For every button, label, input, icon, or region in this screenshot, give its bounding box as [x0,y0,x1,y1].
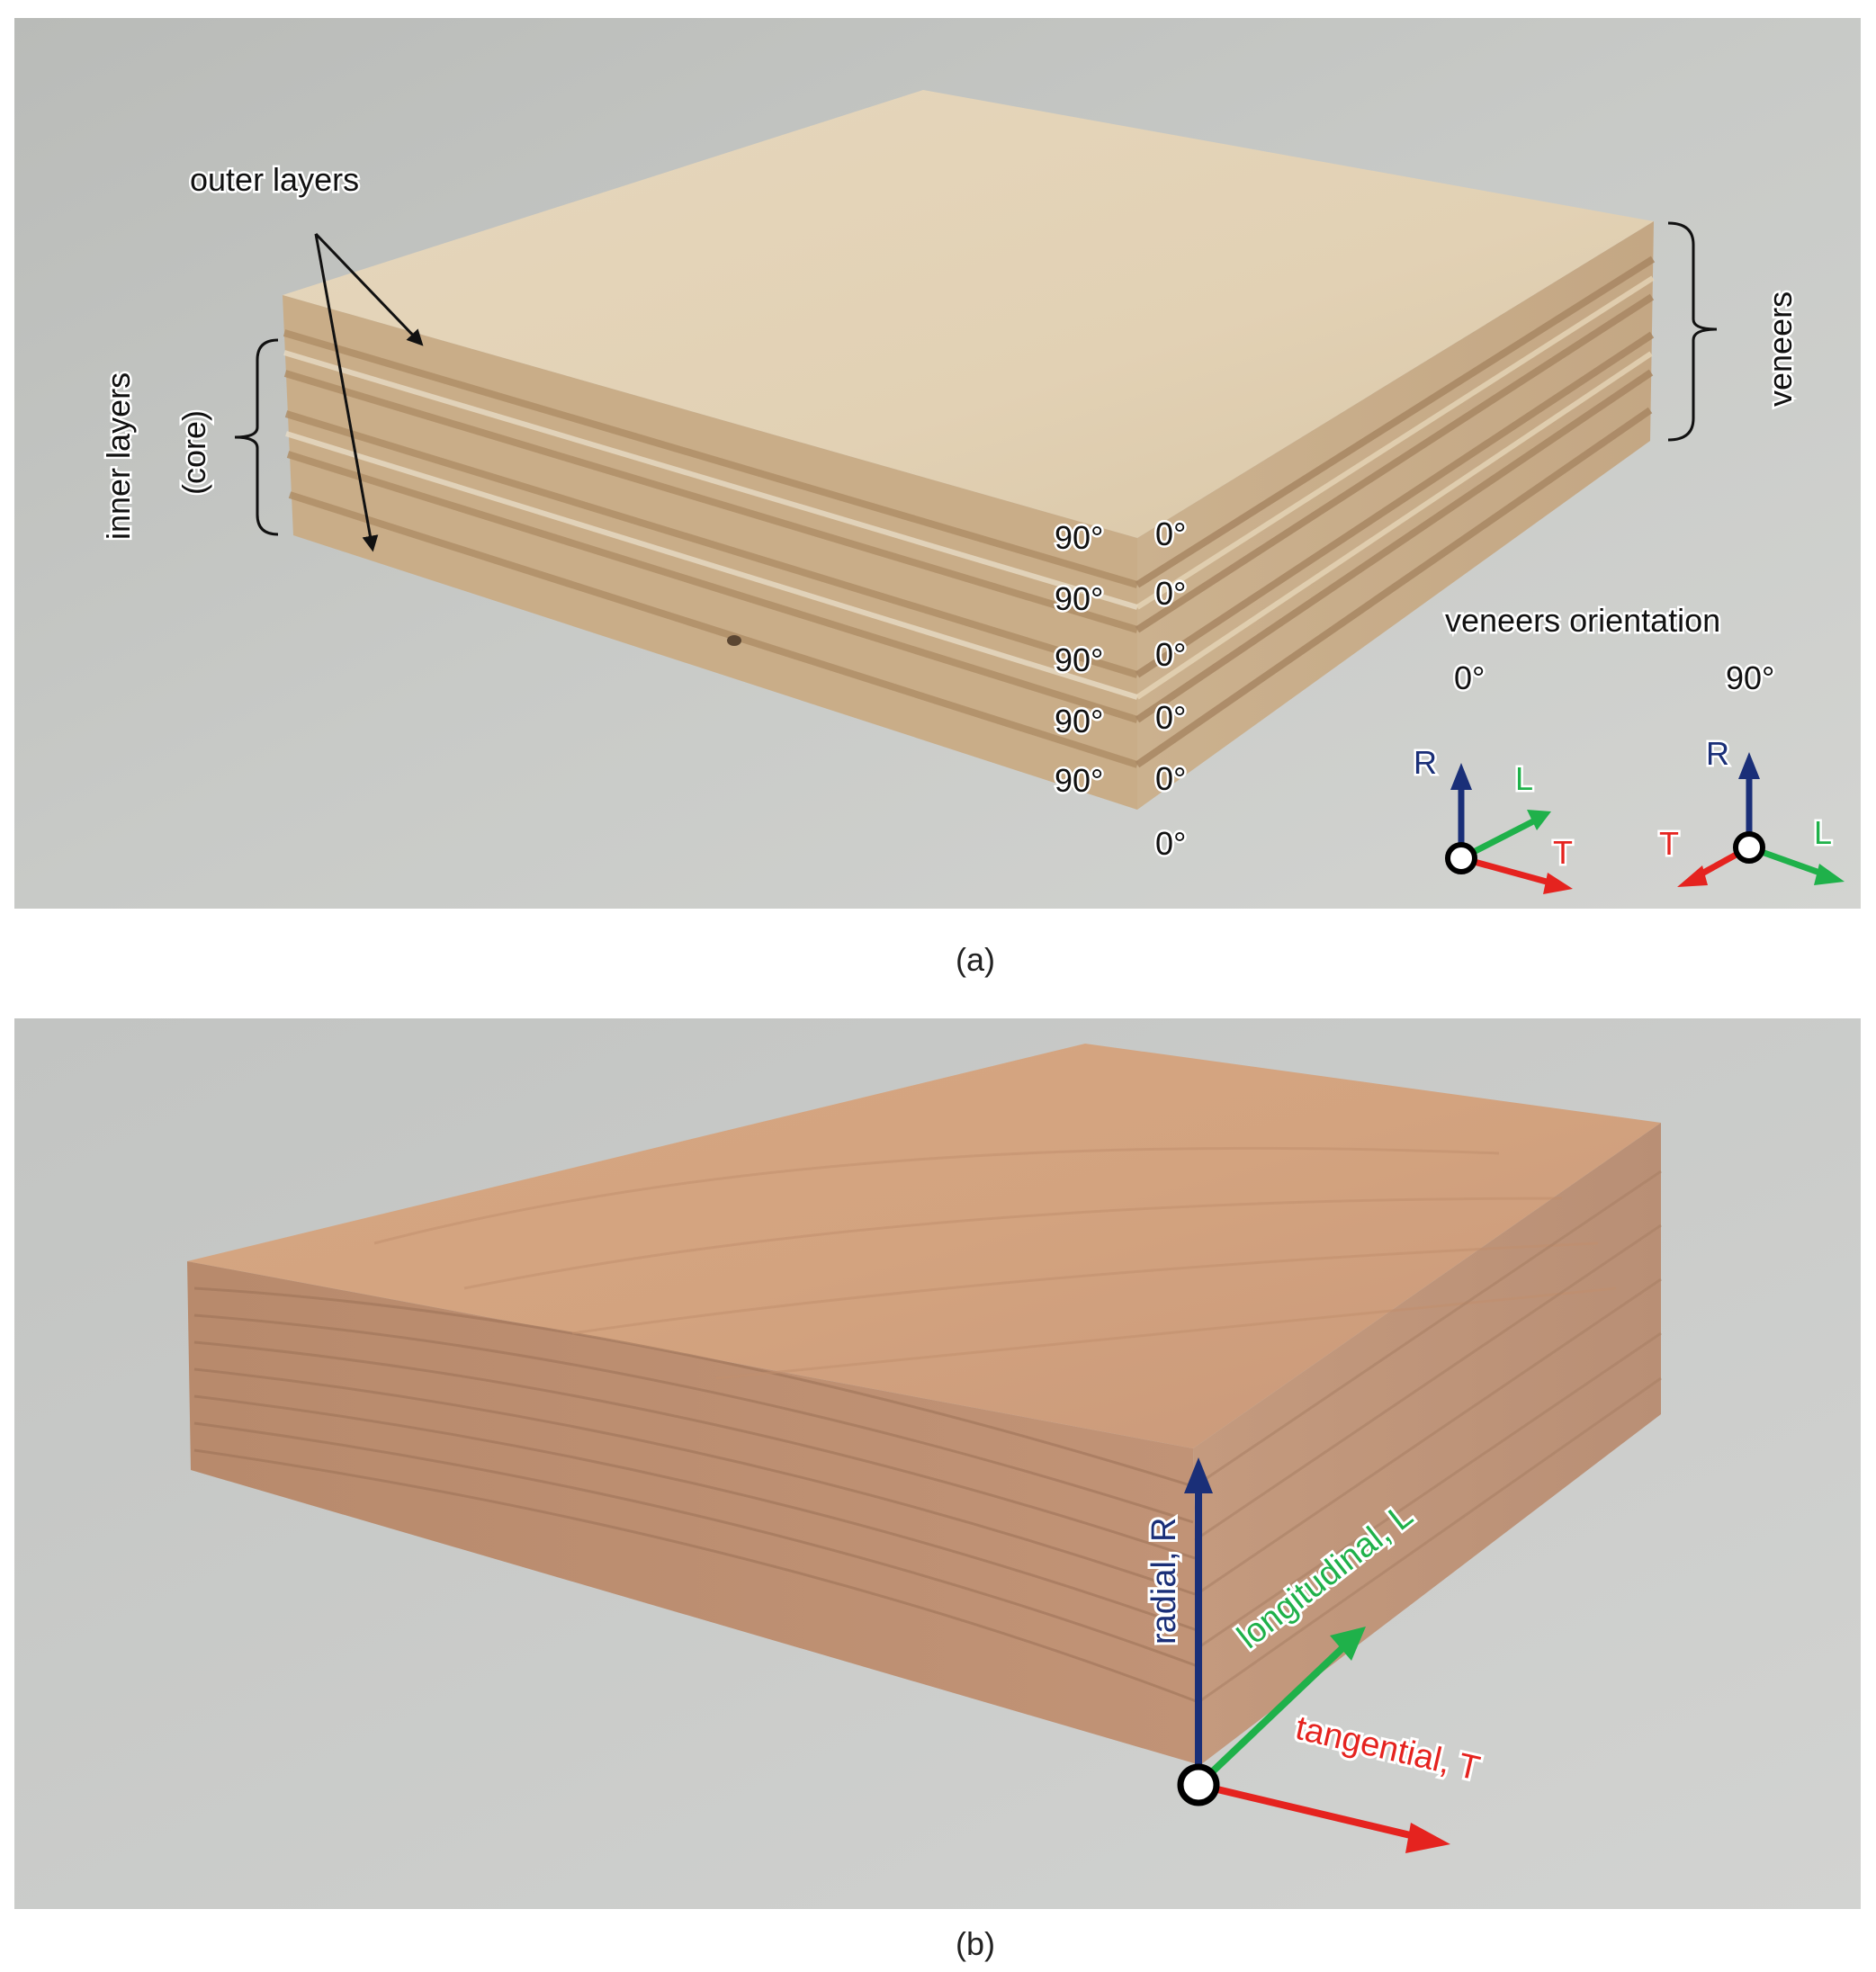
ply-angle-left-2: 90° [1055,580,1103,617]
inner-layers-bracket [234,338,279,536]
veneers-label: veneers [1762,291,1799,407]
orientation-90-r: R [1706,735,1729,772]
radial-axis-label: radial, R [1145,1518,1183,1645]
panel-b-caption: (b) [956,1925,995,1962]
ply-angle-left-5: 90° [1055,762,1103,799]
ply-angle-right-6: 0° [1155,825,1186,862]
ply-angle-left-3: 90° [1055,641,1103,678]
ply-angle-right-5: 0° [1155,760,1186,797]
ply-angle-right-4: 0° [1155,699,1186,736]
veneers-orientation-title: veneers orientation [1445,602,1720,639]
wood-axis-triad [1177,1457,1450,1853]
orientation-0-title: 0° [1454,659,1485,696]
ply-angle-left-1: 90° [1055,519,1103,556]
outer-layer-arrow-bottom [314,233,379,552]
ply-angle-right-3: 0° [1155,636,1186,673]
orientation-90-t: T [1659,825,1679,862]
core-label: (core) [175,410,212,495]
inner-layers-label: inner layers [100,372,137,540]
orientation-0-t: T [1553,834,1573,871]
veneers-bracket [1667,221,1718,442]
orientation-0-r: R [1414,744,1437,781]
outer-layers-label: outer layers [190,161,359,198]
orientation-90-title: 90° [1726,659,1774,696]
orientation-0-triad: R L T [1412,742,1575,894]
panel-a-caption: (a) [956,941,995,978]
outer-layer-arrow-top [314,232,424,346]
orientation-90-l: L [1814,814,1832,851]
panel-b-solid-wood-photo: radial, R longitudinal, L tangential, T [14,1018,1861,1909]
orientation-90-triad: R L T [1657,733,1845,887]
knot-mark [727,635,741,646]
ply-angle-right-2: 0° [1155,575,1186,612]
orientation-0-l: L [1515,760,1533,797]
ply-angle-right-1: 0° [1155,515,1186,552]
ply-angle-left-4: 90° [1055,703,1103,740]
panel-a-plywood-photo: outer layers inner layers (core) veneers… [14,18,1861,909]
